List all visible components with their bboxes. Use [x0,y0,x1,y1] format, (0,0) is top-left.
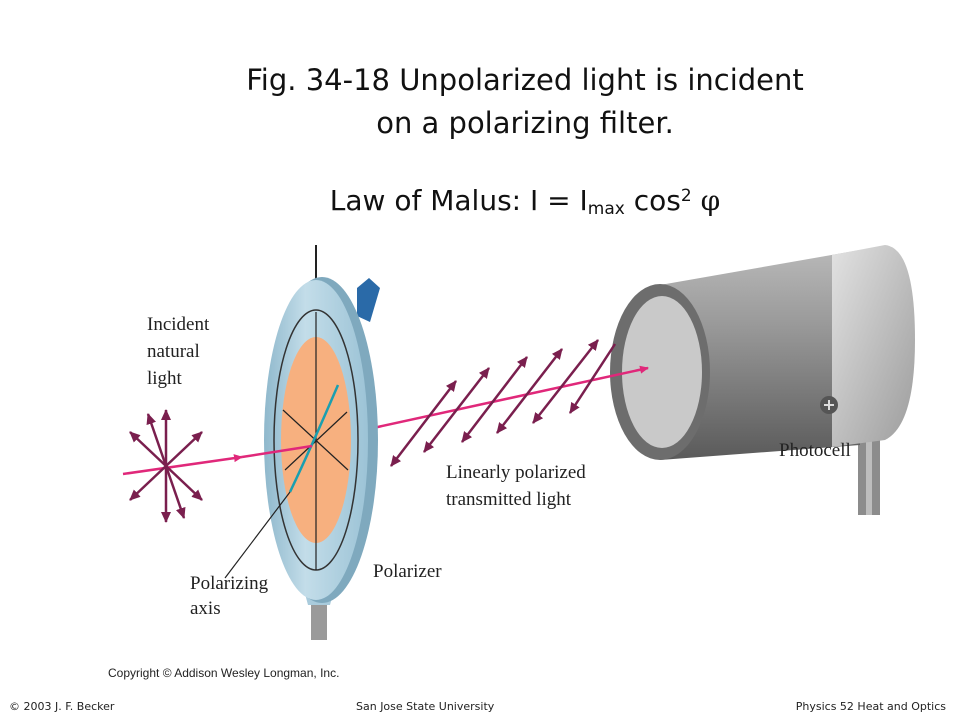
label-incident-1: Incident [147,314,210,335]
starburst-arrow [164,465,186,519]
label-linear-2: transmitted light [446,489,572,510]
starburst-arrow [165,431,203,467]
incident-ray [122,454,243,476]
polarized-arrow [568,343,617,414]
law-of-malus: Law of Malus: I = Imax cos2 φ [0,184,960,219]
label-polarizing-axis-1: Polarizing [190,573,269,594]
copyright-notice: Copyright © Addison Wesley Longman, Inc. [108,666,340,680]
law-subscript: max [587,199,625,219]
starburst-arrow [146,413,168,467]
label-polarizer: Polarizer [373,561,442,582]
label-incident-2: natural [147,341,200,362]
incident-ray-segment [241,444,313,459]
law-superscript: 2 [680,186,692,206]
polarized-arrow [532,339,599,424]
photocell [610,245,915,515]
axis-leader-line [224,491,291,579]
figure-title-line-2: on a polarizing filter. [376,106,674,140]
starburst-arrow [129,465,167,501]
photocell-stand-highlight [866,410,872,515]
rotation-knob [357,278,380,322]
polarized-arrows [390,339,617,467]
filter-diagonal-line-1 [282,409,349,471]
label-polarizing-axis-2: axis [190,598,221,619]
polarized-arrow [461,356,528,443]
label-incident-3: light [147,368,183,389]
photocell-body [660,250,860,460]
starburst-arrow [129,431,167,467]
law-prefix: Law of Malus: I = I [329,184,588,217]
label-photocell: Photocell [779,440,851,461]
footer-left: © 2003 J. F. Becker [9,700,115,713]
polarizing-axis-line [288,384,340,493]
polarized-arrow [496,348,563,434]
law-phi-symbol: φ [700,184,721,217]
polarizer [264,245,380,640]
footer-center: San Jose State University [356,700,495,713]
figure-title-line-1: Fig. 34-18 Unpolarized light is incident [246,63,804,97]
unpolarized-starburst [129,409,203,523]
photocell-opening [622,296,702,448]
plus-icon [824,400,834,410]
filter-diagonal-line-2 [284,411,348,471]
label-linear-1: Linearly polarized [446,462,586,483]
photocell-end-cap [832,245,915,447]
law-cos: cos [624,184,681,217]
footer-right: Physics 52 Heat and Optics [795,700,946,713]
starburst-arrow [165,465,203,501]
